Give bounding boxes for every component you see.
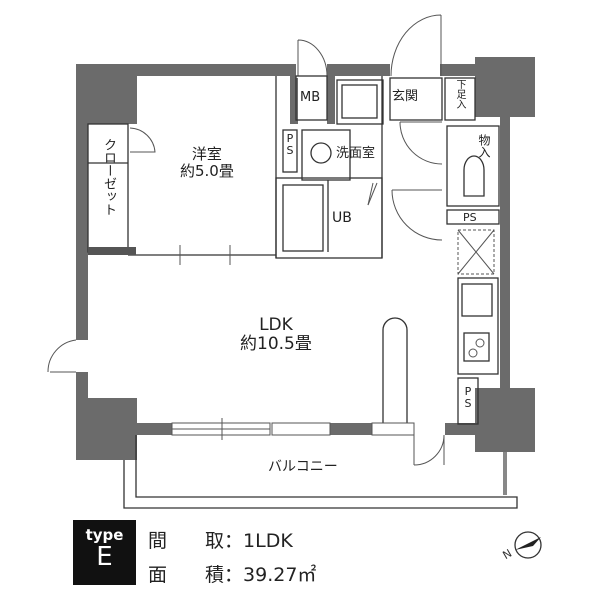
ps-label-2: PS bbox=[463, 211, 477, 224]
washroom-label: 洗面室 bbox=[336, 146, 376, 161]
windows bbox=[171, 418, 415, 440]
ps-label-3: PS bbox=[464, 385, 472, 411]
western-room-size: 約5.0畳 bbox=[180, 161, 234, 180]
doors bbox=[47, 14, 445, 466]
balcony bbox=[123, 435, 518, 509]
ldk-size: 約10.5畳 bbox=[240, 333, 312, 354]
layout-label: 間 取： bbox=[148, 530, 244, 552]
walls bbox=[76, 57, 535, 460]
mb-label: MB bbox=[300, 90, 321, 105]
type-badge: type E bbox=[73, 520, 136, 585]
interior-lines bbox=[87, 75, 500, 425]
type-value: E bbox=[96, 542, 113, 572]
ub-label: UB bbox=[332, 210, 352, 226]
closet-label: クローゼット bbox=[101, 138, 116, 216]
western-room-label: 洋室 約5.0畳 bbox=[180, 146, 234, 179]
ps-label-1: PS bbox=[286, 132, 294, 158]
ldk-name: LDK bbox=[259, 315, 293, 335]
area-value: 39.27㎡ bbox=[243, 564, 317, 586]
western-room-name: 洋室 bbox=[191, 145, 222, 163]
ldk-label: LDK 約10.5畳 bbox=[240, 316, 312, 353]
area-label: 面 積： bbox=[148, 564, 244, 586]
entrance-label: 玄関 bbox=[392, 89, 419, 104]
type-label: type bbox=[85, 526, 124, 544]
layout-value: 1LDK bbox=[243, 530, 293, 552]
area-info: 面 積：39.27㎡ bbox=[148, 560, 316, 587]
storage-label: 物入 bbox=[477, 134, 491, 158]
layout-info: 間 取：1LDK bbox=[148, 526, 293, 553]
balcony-label: バルコニー bbox=[268, 459, 338, 475]
shoe-storage-label: 下足入 bbox=[454, 79, 465, 109]
